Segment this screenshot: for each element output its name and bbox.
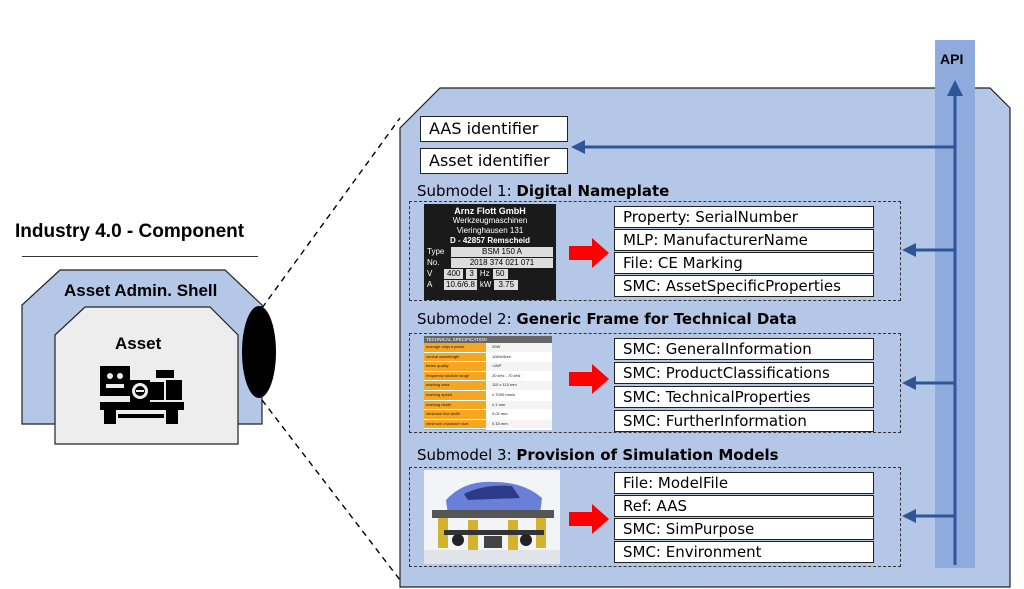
tech-spec-value: 1064±5nm xyxy=(486,352,552,362)
tech-spec-value: <2M² xyxy=(486,362,552,371)
connector-line-top xyxy=(261,117,401,309)
sm3-prop-simpurpose: SMC: SimPurpose xyxy=(614,518,874,540)
tech-spec-value: 0.02 mm xyxy=(486,410,552,419)
tech-spec-param: central wavelength xyxy=(424,352,486,362)
asset-id-arrowhead xyxy=(571,140,585,154)
tech-spec-value: 20W xyxy=(486,343,552,352)
submodel-2-group xyxy=(409,333,901,433)
sm3-prop-environment: SMC: Environment xyxy=(614,541,874,563)
tech-spec-value: 20 kHz - 70 kHz xyxy=(486,371,552,381)
tech-spec-param: beam quality xyxy=(424,362,486,371)
sm2-prop-technicalproperties: SMC: TechnicalProperties xyxy=(614,386,874,408)
tech-spec-param: repeat accuracy xyxy=(424,429,486,430)
nameplate-type-label: Type xyxy=(427,247,445,256)
tech-spec-value: ≤ 1 mm xyxy=(486,400,552,410)
sm3-prop-modelfile: File: ModelFile xyxy=(614,472,874,494)
nameplate-company: Arnz Flott GmbH xyxy=(454,206,526,216)
nameplate-v-label: V xyxy=(427,269,433,278)
nameplate-street: Vieringhausen 131 xyxy=(456,226,524,235)
submodel2-arrowhead xyxy=(902,376,916,390)
tech-spec-row: marking speed≤ 7000 mm/s xyxy=(424,390,552,401)
nameplate-hz-value: 50 xyxy=(492,269,508,279)
submodel-3-title: Submodel 3: Provision of Simulation Mode… xyxy=(417,446,779,464)
submodel-2-title: Submodel 2: Generic Frame for Technical … xyxy=(417,310,797,328)
nameplate-no-label: No. xyxy=(427,258,440,267)
sm2-prop-generalinformation: SMC: GeneralInformation xyxy=(614,338,874,360)
submodel-1-group xyxy=(409,201,901,301)
tech-spec-param: average output power xyxy=(424,343,486,352)
tech-spec-param: minimum line width xyxy=(424,410,486,419)
connector-line-bottom xyxy=(261,399,401,581)
asset-label: Asset xyxy=(115,334,162,353)
nameplate-kw-value: 3.75 xyxy=(494,280,519,290)
interface-ellipse xyxy=(242,306,276,398)
red-arrow-1 xyxy=(569,238,609,268)
tech-spec-value: 110 x 110 mm xyxy=(486,381,552,390)
tech-spec-param: marking speed xyxy=(424,390,486,400)
simulation-model-image xyxy=(424,470,560,564)
red-arrow-2 xyxy=(569,364,609,394)
nameplate-type-value: BSM 150 A xyxy=(451,247,553,257)
sm1-prop-manufacturername: MLP: ManufacturerName xyxy=(614,229,874,251)
sm2-prop-productclassifications: SMC: ProductClassifications xyxy=(614,362,874,384)
nameplate-no-value: 2018 374 021 071 xyxy=(451,258,553,268)
nameplate-a-value: 10.6/6.8 xyxy=(444,280,477,290)
api-arrowhead xyxy=(947,80,963,96)
nameplate-city: D - 42857 Remscheid xyxy=(449,236,531,245)
tech-spec-value: ≤ 7000 mm/s xyxy=(486,390,552,400)
tech-spec-param: frequency tunable range xyxy=(424,371,486,381)
nameplate-hz-label: Hz xyxy=(479,269,490,278)
nameplate-phase: 3 xyxy=(466,269,477,279)
sm1-prop-ce-marking: File: CE Marking xyxy=(614,252,874,274)
tech-spec-param: marking area xyxy=(424,381,486,390)
nameplate-image: Arnz Flott GmbH Werkzeugmaschinen Vierin… xyxy=(424,204,556,300)
tech-spec-row: beam quality<2M² xyxy=(424,362,552,372)
tech-spec-image: TECHNICAL SPECIFICATION average output p… xyxy=(424,336,552,430)
submodel-3-group xyxy=(409,467,901,567)
tech-spec-param: marking depth xyxy=(424,400,486,410)
tech-spec-value: ± 0.002 mm xyxy=(486,429,552,430)
nameplate-v-value: 400 xyxy=(444,269,464,279)
lathe-machine-icon xyxy=(100,366,184,424)
asset-identifier-box: Asset identifier xyxy=(420,148,568,174)
sm1-prop-serialnumber: Property: SerialNumber xyxy=(614,206,874,228)
red-arrow-3 xyxy=(569,504,609,534)
nameplate-kw-label: kW xyxy=(479,280,492,289)
aas-identifier-box: AAS identifier xyxy=(420,116,568,142)
nameplate-subtitle: Werkzeugmaschinen xyxy=(452,216,528,225)
sm1-prop-assetspecific: SMC: AssetSpecificProperties xyxy=(614,275,874,297)
submodel1-arrowhead xyxy=(902,243,916,257)
nameplate-a-label: A xyxy=(427,280,433,289)
submodel-1-title: Submodel 1: Digital Nameplate xyxy=(417,182,670,200)
sm3-prop-ref-aas: Ref: AAS xyxy=(614,495,874,517)
tech-spec-value: 0.15 mm xyxy=(486,419,552,429)
component-title-underline xyxy=(22,256,258,257)
component-title: Industry 4.0 - Component xyxy=(15,221,245,242)
shell-label: Asset Admin. Shell xyxy=(64,281,218,300)
tech-spec-row: repeat accuracy± 0.002 mm xyxy=(424,429,552,430)
sm2-prop-furtherinformation: SMC: FurtherInformation xyxy=(614,410,874,432)
api-label: API xyxy=(940,51,964,67)
tech-spec-header: TECHNICAL SPECIFICATION xyxy=(424,336,552,343)
tech-spec-param: minimum character size xyxy=(424,419,486,429)
submodel3-arrowhead xyxy=(902,509,916,523)
tech-spec-row: marking depth≤ 1 mm xyxy=(424,400,552,411)
